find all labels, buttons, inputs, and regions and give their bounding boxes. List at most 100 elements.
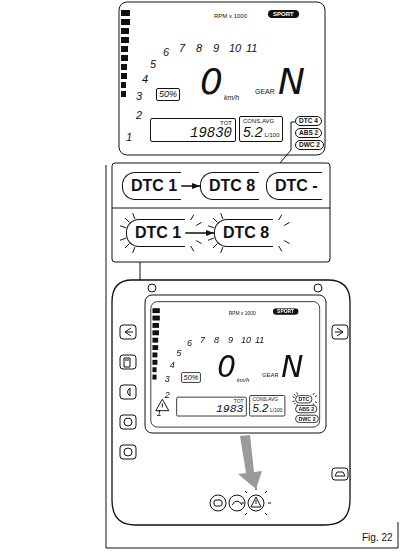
button-icon xyxy=(120,415,136,429)
rpm-bar xyxy=(152,323,159,328)
node-text: 50% xyxy=(184,374,199,381)
rpm-number: 11 xyxy=(246,43,257,54)
gear-label: GEAR xyxy=(262,372,278,378)
rpm-number: 9 xyxy=(228,335,233,344)
button-icon xyxy=(120,355,136,369)
flow-arrow xyxy=(181,185,200,187)
leader-line xyxy=(140,262,141,280)
percent-box: 50% xyxy=(156,88,180,101)
rpm-bar xyxy=(121,37,129,43)
node-text: DTC 1 xyxy=(135,224,181,242)
neutral-symbol xyxy=(124,448,132,456)
rpm-number: 8 xyxy=(196,43,202,54)
arrow-symbol xyxy=(125,328,133,336)
button-icon xyxy=(332,468,348,480)
figure-frame xyxy=(106,165,398,548)
node-text: CONS.AVG xyxy=(243,118,279,124)
blink-ray xyxy=(296,393,298,395)
node-text: L/100 xyxy=(270,408,282,413)
rpm-number: 2 xyxy=(165,390,170,399)
rpm-number: 7 xyxy=(200,335,205,344)
blink-ray xyxy=(293,400,295,402)
blink-ray xyxy=(133,247,135,253)
rpm-number: 6 xyxy=(163,47,169,58)
warning-light xyxy=(248,495,264,511)
dtc-level: DTC - xyxy=(266,172,322,200)
blink-ray xyxy=(125,244,129,248)
corner-icon xyxy=(314,284,322,292)
rpm-bar xyxy=(152,316,159,321)
flow-arrow xyxy=(185,232,214,234)
node-text: DTC 8 xyxy=(223,224,269,242)
rpm-number: 10 xyxy=(241,335,251,344)
percent-box: 50% xyxy=(181,372,201,383)
rpm-number: 8 xyxy=(214,335,219,344)
gear-label: GEAR xyxy=(255,88,275,95)
rpm-bar xyxy=(152,330,159,335)
node-text: L/100 xyxy=(264,132,279,138)
rpm-bar xyxy=(121,64,127,70)
node-text: CONS.AVG xyxy=(253,397,283,402)
blink-ray xyxy=(196,222,201,225)
node-text: 5.2 xyxy=(253,403,269,414)
setting-pill: DWC 2 xyxy=(295,415,319,423)
blink-ray xyxy=(315,402,317,403)
rpm-number: 3 xyxy=(165,375,170,384)
rpm-bar xyxy=(121,91,126,97)
blink-ray xyxy=(213,218,217,222)
pointer-arrow xyxy=(238,435,262,489)
blink-ray xyxy=(279,215,282,220)
rpm-number: 4 xyxy=(170,361,175,370)
rpm-number: 10 xyxy=(229,43,241,54)
rpm-number: 9 xyxy=(213,43,219,54)
gauge-symbol xyxy=(124,418,132,426)
node-text: DWC 2 xyxy=(299,141,320,149)
dtc-level: DTC 1 xyxy=(122,172,181,200)
rpm-number: 2 xyxy=(136,110,142,121)
scale-label: RPM x 1000 xyxy=(214,13,247,19)
blink-ray xyxy=(196,241,201,244)
rpm-number: 1 xyxy=(126,132,132,143)
node-text: ABS 2 xyxy=(298,406,314,413)
screen-bezel xyxy=(145,295,326,433)
rpm-number: 5 xyxy=(150,59,156,70)
rpm-number: 7 xyxy=(179,43,185,54)
rpm-number: 6 xyxy=(187,339,192,348)
rpm-number: 1 xyxy=(157,408,162,417)
rpm-bar xyxy=(152,360,157,365)
indicator-symbol xyxy=(214,500,222,506)
blink-ray xyxy=(125,218,129,222)
blink-ray xyxy=(293,396,295,398)
rpm-bar xyxy=(121,19,130,25)
oil-symbol xyxy=(335,472,345,476)
node-text: 5.2 xyxy=(243,125,262,139)
button-icon xyxy=(120,445,136,459)
gear-value: N xyxy=(281,352,303,382)
speed-value: 0 xyxy=(217,352,236,382)
unit-label: km/h xyxy=(237,377,249,383)
scale-label: RPM x 1000 xyxy=(229,311,256,316)
blink-ray xyxy=(191,246,194,251)
blink-ray xyxy=(313,393,314,395)
blink-rays xyxy=(241,487,271,515)
rpm-bar xyxy=(121,82,126,88)
blink-ray xyxy=(221,213,223,219)
button-icon xyxy=(120,325,136,339)
node-text: DTC 4 xyxy=(299,117,318,125)
button-icon xyxy=(120,385,136,399)
node-text: 19830 xyxy=(154,126,232,140)
rpm-number: 3 xyxy=(136,91,142,102)
corner-icon xyxy=(148,284,156,292)
dtc-level-blinking: DTC 8 xyxy=(214,219,273,247)
screen-outline xyxy=(119,2,325,155)
blink-ray xyxy=(284,241,289,244)
rpm-number: 4 xyxy=(142,74,148,85)
mode-badge: SPORT xyxy=(268,10,299,18)
screen-outline xyxy=(151,302,320,427)
dtc-level-blinking: DTC 1 xyxy=(126,219,185,247)
rpm-bar xyxy=(152,352,157,357)
consumption-box: CONS.AVG5.2L/100 xyxy=(249,395,285,416)
consumption-box: CONS.AVG5.2L/100 xyxy=(239,116,283,142)
fuel-symbol xyxy=(124,358,130,367)
node-text: 1983 xyxy=(180,403,244,414)
